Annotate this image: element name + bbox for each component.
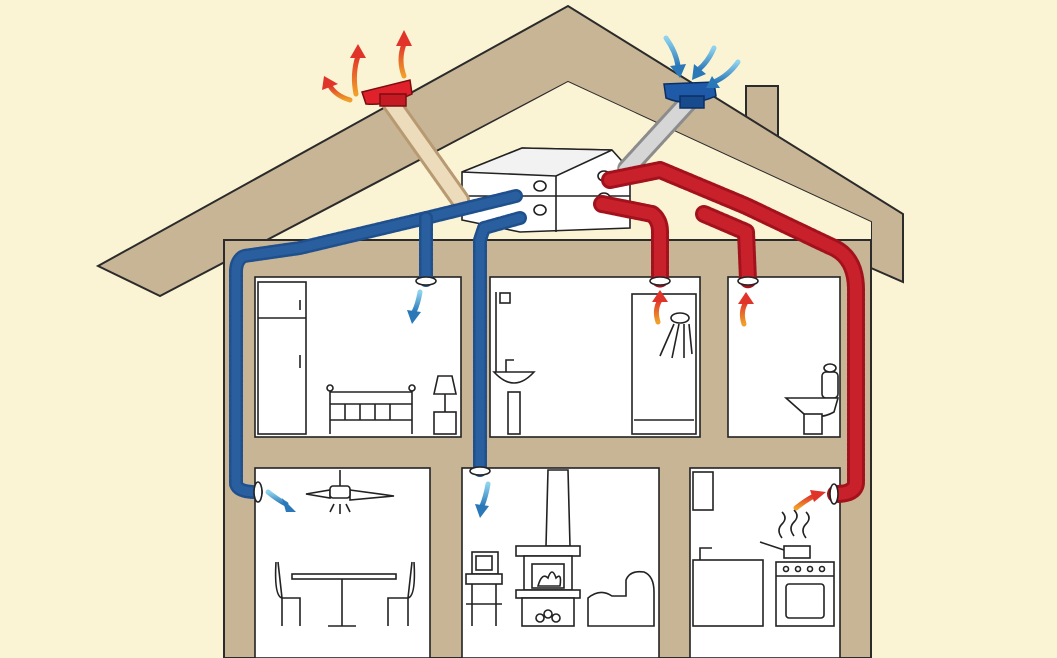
exhaust-vent-icon <box>361 79 413 107</box>
kitchen-furniture <box>692 471 835 627</box>
extract-vent-kitchen <box>829 483 839 505</box>
chair-left <box>274 561 301 626</box>
fireplace-icon <box>515 469 581 627</box>
exhaust-duct <box>382 94 470 210</box>
intake-duct <box>616 90 700 180</box>
vent-terminals <box>253 276 839 505</box>
exhaust-arrows <box>322 30 412 103</box>
extract-ducts <box>593 161 865 503</box>
intake-arrows <box>663 35 741 88</box>
chair-right <box>387 561 416 626</box>
counter <box>692 559 764 627</box>
toilet-icon <box>783 363 840 435</box>
fan-icon <box>305 470 395 514</box>
supply-vent-living <box>469 466 491 476</box>
table <box>291 573 397 580</box>
wardrobe <box>257 281 307 435</box>
recovery-unit-icon <box>461 147 631 233</box>
supply-vent-dining <box>253 481 263 503</box>
living-furniture <box>465 469 655 627</box>
bedroom-furniture <box>257 281 457 435</box>
extract-vent-bathroom <box>649 276 671 286</box>
room-arrows <box>265 289 826 518</box>
supply-ducts <box>229 189 527 499</box>
armchair <box>587 570 655 627</box>
bathroom-fixtures <box>492 292 697 435</box>
tv <box>465 551 503 626</box>
cabinet <box>692 471 714 511</box>
sink <box>492 359 536 435</box>
stove-icon <box>759 509 835 627</box>
shower-icon <box>631 293 697 435</box>
lamp-icon <box>433 375 457 435</box>
supply-vent-bedroom <box>415 276 437 286</box>
intake-vent-icon <box>663 81 717 109</box>
bed <box>326 384 416 434</box>
extract-vent-toilet <box>737 276 759 286</box>
dining-furniture <box>274 470 416 627</box>
pot <box>783 545 811 559</box>
